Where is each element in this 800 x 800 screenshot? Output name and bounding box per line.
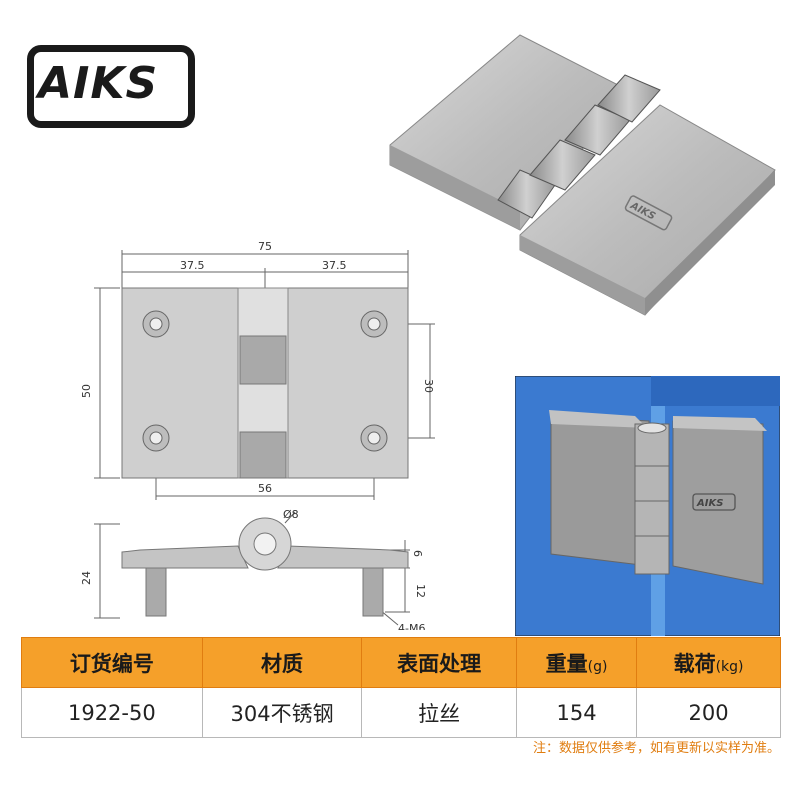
svg-text:56: 56	[258, 482, 272, 495]
table-header-row: 订货编号 材质 表面处理 重量(g) 载荷(kg)	[21, 637, 781, 688]
table-row: 1922-50 304不锈钢 拉丝 154 200	[21, 687, 781, 738]
svg-text:37.5: 37.5	[322, 259, 347, 272]
svg-text:75: 75	[258, 240, 272, 253]
header-load: 载荷(kg)	[636, 637, 781, 688]
technical-drawing: 75 37.5 37.5 50 30 56 Ø8 24 6 12 4-M6	[80, 240, 435, 630]
installed-hinge-render: AIKS	[515, 376, 780, 636]
cell-order-no: 1922-50	[21, 687, 203, 738]
header-weight: 重量(g)	[515, 637, 638, 688]
cell-load: 200	[636, 687, 781, 738]
svg-text:12: 12	[414, 584, 427, 598]
svg-text:Ø8: Ø8	[283, 508, 299, 521]
cell-weight: 154	[515, 687, 638, 738]
svg-text:30: 30	[422, 379, 435, 393]
disclaimer-note: 注：数据仅供参考，如有更新以实样为准。	[532, 741, 780, 756]
svg-text:24: 24	[80, 571, 93, 585]
svg-text:6: 6	[411, 550, 424, 557]
svg-text:50: 50	[80, 384, 93, 398]
cell-material: 304不锈钢	[201, 687, 363, 738]
header-order-no: 订货编号	[21, 637, 203, 688]
header-finish: 表面处理	[361, 637, 517, 688]
brand-logo: AIKS	[38, 58, 159, 109]
brand-logo-frame	[27, 45, 195, 128]
header-material: 材质	[201, 637, 363, 688]
svg-text:AIKS: AIKS	[696, 498, 723, 509]
svg-text:4-M6: 4-M6	[398, 622, 425, 630]
hinge-3d-render: AIKS	[389, 34, 776, 316]
svg-text:37.5: 37.5	[180, 259, 205, 272]
spec-table: 订货编号 材质 表面处理 重量(g) 载荷(kg) 1922-50 304不锈钢…	[21, 637, 781, 738]
cell-finish: 拉丝	[361, 687, 517, 738]
embossed-logo-small: AIKS	[692, 493, 736, 511]
